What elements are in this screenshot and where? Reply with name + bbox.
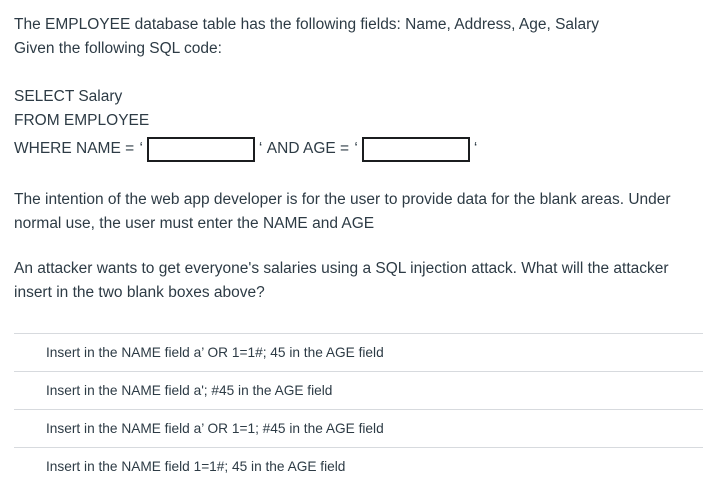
sql-and-age-text: AND AGE =	[263, 140, 354, 157]
radio-icon[interactable]	[21, 384, 34, 397]
intro-line-1: The EMPLOYEE database table has the foll…	[14, 16, 600, 33]
sql-line-select: SELECT Salary	[14, 88, 123, 105]
quote-open-age: ‘	[354, 140, 358, 157]
sql-where-prefix: WHERE NAME =	[14, 140, 139, 157]
answer-option-2[interactable]: Insert in the NAME field a'; #45 in the …	[14, 372, 703, 409]
body-paragraph-2: An attacker wants to get everyone's sala…	[14, 260, 669, 301]
top-spacer	[14, 0, 703, 13]
spacer-before-sql	[14, 61, 703, 85]
answer-option-3-label: Insert in the NAME field a’ OR 1=1; #45 …	[46, 420, 384, 436]
divider-2	[14, 409, 703, 410]
name-field-input[interactable]	[146, 136, 255, 162]
sql-line-where: WHERE NAME = ‘ ‘ AND AGE = ‘ ‘	[14, 134, 703, 164]
body-paragraph-1: The intention of the web app developer i…	[14, 191, 671, 232]
sql-code-block: SELECT Salary FROM EMPLOYEE WHERE NAME =…	[14, 85, 703, 164]
answer-option-1-label: Insert in the NAME field a’ OR 1=1#; 45 …	[46, 344, 384, 360]
spacer-after-sql	[14, 164, 703, 188]
quote-close-age: ‘	[473, 140, 478, 157]
answer-option-4[interactable]: Insert in the NAME field 1=1#; 45 in the…	[14, 448, 703, 485]
divider-1	[14, 371, 703, 372]
answer-option-2-label: Insert in the NAME field a'; #45 in the …	[46, 382, 333, 398]
answer-option-4-label: Insert in the NAME field 1=1#; 45 in the…	[46, 458, 346, 474]
sql-line-from: FROM EMPLOYEE	[14, 112, 150, 129]
quote-open-name: ‘	[139, 140, 143, 157]
answer-option-3[interactable]: Insert in the NAME field a’ OR 1=1; #45 …	[14, 410, 703, 447]
answer-option-1[interactable]: Insert in the NAME field a’ OR 1=1#; 45 …	[14, 334, 703, 371]
radio-icon[interactable]	[21, 422, 34, 435]
quote-close-name: ‘	[258, 140, 263, 157]
radio-icon[interactable]	[21, 460, 34, 473]
answer-options-list: Insert in the NAME field a’ OR 1=1#; 45 …	[14, 333, 703, 485]
age-field-input[interactable]	[361, 136, 470, 162]
divider-top	[14, 333, 703, 334]
spacer-between-paragraphs	[14, 236, 703, 257]
intro-line-2: Given the following SQL code:	[14, 40, 222, 57]
divider-3	[14, 447, 703, 448]
question-prompt: The EMPLOYEE database table has the foll…	[14, 0, 703, 301]
radio-icon[interactable]	[21, 346, 34, 359]
